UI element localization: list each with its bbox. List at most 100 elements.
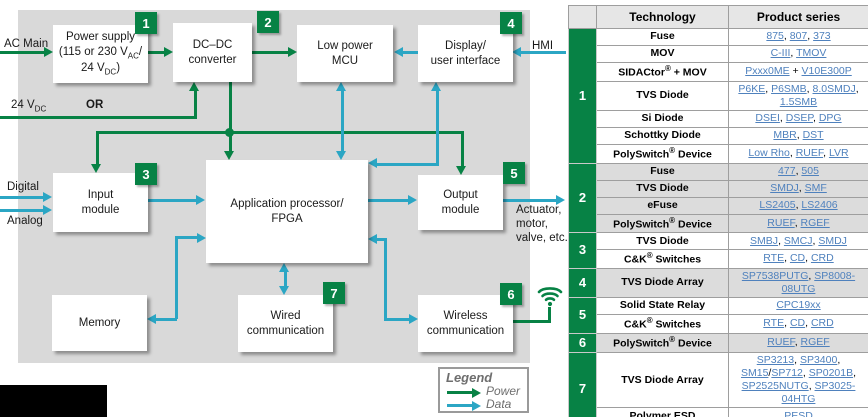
- arrowhead: [456, 166, 466, 175]
- product-link[interactable]: Pxxx0ME: [745, 65, 790, 78]
- legend-title: Legend: [446, 370, 493, 385]
- product-link[interactable]: LS2405: [759, 198, 796, 211]
- product-link[interactable]: SM15: [740, 367, 769, 379]
- product-link[interactable]: SMF: [804, 181, 827, 194]
- product-link[interactable]: DSEP: [785, 112, 813, 125]
- label-actuator-motor-valve: Actuator,motor,valve, etc.: [516, 204, 568, 244]
- label-ac-main: AC Main: [4, 38, 49, 50]
- product-link[interactable]: SMCJ: [783, 234, 813, 247]
- product-series-cell: C-III, TMOV: [728, 45, 868, 63]
- power-line: [0, 51, 45, 54]
- product-link[interactable]: CPC19xx: [776, 299, 821, 312]
- technology-cell: MOV: [596, 45, 729, 63]
- product-link[interactable]: PESD: [784, 409, 813, 417]
- legend-data-line: [447, 404, 473, 407]
- product-link[interactable]: 1.5SMB: [779, 95, 818, 108]
- label-or: OR: [86, 99, 104, 111]
- product-link[interactable]: V10E300P: [801, 65, 852, 78]
- badge-5: 5: [503, 162, 525, 184]
- product-link[interactable]: RTE: [763, 252, 785, 265]
- product-link[interactable]: SP2525NUTG: [741, 380, 809, 393]
- product-link[interactable]: SMBJ: [750, 234, 779, 247]
- product-link[interactable]: SP0201B: [808, 367, 854, 379]
- table-header-products: Product series: [728, 5, 868, 29]
- product-link[interactable]: CD: [789, 317, 806, 330]
- technology-cell: TVS Diode: [596, 179, 729, 198]
- product-link[interactable]: 8.0SMDJ: [812, 82, 856, 95]
- group-number-cell: 4: [568, 267, 597, 299]
- product-link[interactable]: CD: [789, 252, 806, 265]
- product-link[interactable]: TMOV: [796, 47, 827, 60]
- product-link[interactable]: RGEF: [800, 216, 830, 229]
- data-line: [175, 236, 198, 239]
- legend-data-label: Data: [486, 397, 512, 411]
- technology-cell: PolySwitch® Device: [596, 332, 729, 353]
- product-link[interactable]: SP3400: [799, 353, 838, 366]
- product-link[interactable]: DSEI: [755, 112, 780, 125]
- product-series-cell: Pxxx0ME + V10E300P: [728, 62, 868, 82]
- group-number-cell: 7: [568, 351, 597, 417]
- arrowhead: [44, 47, 53, 57]
- arrowhead: [43, 205, 52, 215]
- product-series-cell: SP3213, SP3400, SM15/SP712, SP0201B, SP2…: [728, 351, 868, 409]
- product-link[interactable]: 477: [778, 164, 796, 177]
- power-line: [513, 320, 551, 323]
- product-link[interactable]: RUEF: [767, 216, 795, 229]
- group-number-cell: 5: [568, 297, 597, 334]
- group-number-cell: 1: [568, 28, 597, 164]
- label-24vdc: 24 VDC: [11, 99, 47, 114]
- product-link[interactable]: SP8008-08UTG: [781, 269, 856, 295]
- product-link[interactable]: SP7538PUTG: [741, 269, 809, 282]
- product-link[interactable]: RUEF: [767, 336, 795, 349]
- product-series-cell: DSEI, DSEP, DPG: [728, 109, 868, 128]
- product-link[interactable]: RUEF: [795, 147, 824, 160]
- group-number-cell: 2: [568, 162, 597, 234]
- product-link[interactable]: LS2406: [801, 198, 838, 211]
- product-link[interactable]: Low Rho: [748, 147, 790, 160]
- technology-cell: Solid State Relay: [596, 297, 729, 315]
- arrowhead: [147, 314, 156, 324]
- product-link[interactable]: C-III: [770, 47, 791, 60]
- product-link[interactable]: SMDJ: [770, 181, 799, 194]
- data-line: [341, 91, 344, 151]
- data-line: [436, 91, 439, 166]
- product-link[interactable]: 875: [766, 30, 784, 43]
- product-link[interactable]: 807: [789, 30, 808, 43]
- power-line: [229, 82, 232, 134]
- product-link[interactable]: 505: [801, 164, 819, 177]
- product-link[interactable]: CRD: [810, 252, 834, 265]
- product-link[interactable]: DST: [802, 129, 824, 142]
- product-link[interactable]: LVR: [828, 147, 849, 160]
- product-link[interactable]: P6KE: [738, 82, 766, 95]
- technology-cell: C&K® Switches: [596, 314, 729, 334]
- block-label: Memory: [78, 316, 121, 329]
- product-link[interactable]: DPG: [818, 112, 842, 125]
- product-link[interactable]: CRD: [810, 317, 834, 330]
- badge-6: 6: [500, 283, 522, 305]
- arrowhead: [394, 47, 403, 57]
- legend-power-label: Power: [486, 384, 521, 398]
- product-link[interactable]: RTE: [763, 317, 785, 330]
- product-link[interactable]: SP3025-04HTG: [781, 380, 856, 406]
- product-link[interactable]: P6SMB: [771, 82, 807, 95]
- product-link[interactable]: 373: [813, 30, 831, 43]
- technology-cell: Polymer ESD: [596, 407, 729, 417]
- power-line: [461, 134, 464, 166]
- product-link[interactable]: SP3213: [756, 353, 795, 366]
- product-series-cell: RTE, CD, CRD: [728, 314, 868, 334]
- product-link[interactable]: RGEF: [800, 336, 830, 349]
- arrowhead: [408, 195, 417, 205]
- arrowhead: [556, 195, 565, 205]
- product-series-cell: RTE, CD, CRD: [728, 249, 868, 269]
- product-link[interactable]: SMDJ: [818, 234, 847, 247]
- product-link[interactable]: SP712: [771, 367, 803, 379]
- power-line: [96, 134, 99, 165]
- product-link[interactable]: MBR: [773, 129, 797, 142]
